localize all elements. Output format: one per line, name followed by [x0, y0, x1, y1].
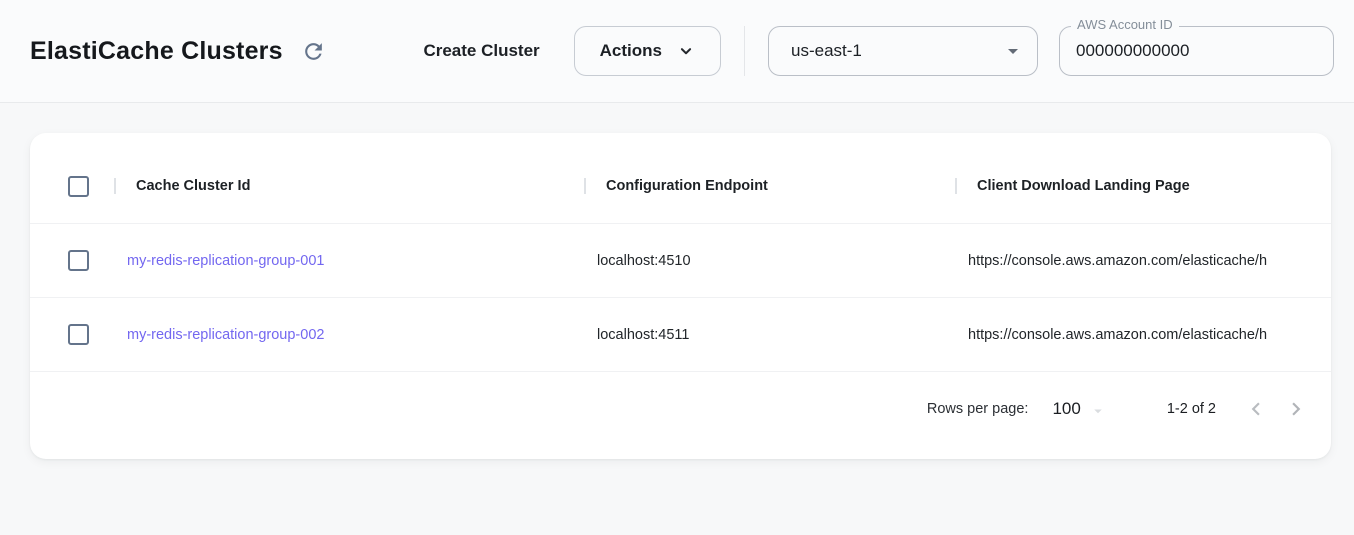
client-download-landing-page-value: https://console.aws.amazon.com/elasticac…	[968, 252, 1268, 269]
app-bar: ElastiCache Clusters Create Cluster Acti…	[0, 0, 1354, 103]
cache-cluster-id-link[interactable]: my-redis-replication-group-001	[127, 252, 325, 269]
clusters-table-card: Cache Cluster Id Configuration Endpoint …	[30, 133, 1331, 459]
configuration-endpoint-value: localhost:4510	[597, 252, 691, 269]
chevron-down-icon	[677, 42, 695, 60]
row-checkbox[interactable]	[68, 324, 89, 345]
table-header-row: Cache Cluster Id Configuration Endpoint …	[30, 149, 1331, 224]
pager-buttons	[1236, 389, 1316, 429]
rows-per-page-value: 100	[1052, 399, 1081, 418]
table-pagination: Rows per page: 100 1-2 of 2	[30, 372, 1331, 459]
chevron-right-icon	[1283, 396, 1309, 422]
region-select[interactable]: us-east-1	[768, 26, 1038, 76]
pagination-range-label: 1-2 of 2	[1166, 401, 1216, 417]
chevron-left-icon	[1243, 396, 1269, 422]
next-page-button[interactable]	[1276, 389, 1316, 429]
aws-account-id-field: AWS Account ID	[1059, 17, 1334, 76]
rows-per-page-select[interactable]: 100	[1052, 399, 1106, 420]
caret-down-icon	[1001, 39, 1025, 63]
row-checkbox-cell	[30, 250, 114, 271]
actions-dropdown-button[interactable]: Actions	[573, 26, 721, 76]
rows-per-page-label: Rows per page:	[926, 401, 1029, 417]
header-checkbox-cell	[30, 175, 114, 197]
refresh-icon	[301, 39, 326, 64]
row-checkbox[interactable]	[68, 250, 89, 271]
aws-account-id-label: AWS Account ID	[1071, 17, 1179, 32]
region-selected-value: us-east-1	[791, 41, 862, 60]
table-row: my-redis-replication-group-001 localhost…	[30, 224, 1331, 298]
previous-page-button[interactable]	[1236, 389, 1276, 429]
column-header-configuration-endpoint[interactable]: Configuration Endpoint	[584, 178, 955, 194]
refresh-button[interactable]	[299, 37, 328, 66]
row-checkbox-cell	[30, 324, 114, 345]
column-header-client-download-landing-page[interactable]: Client Download Landing Page	[955, 178, 1331, 194]
cache-cluster-id-link[interactable]: my-redis-replication-group-002	[127, 326, 325, 343]
aws-account-id-input[interactable]	[1060, 27, 1333, 75]
table-row: my-redis-replication-group-002 localhost…	[30, 298, 1331, 372]
toolbar-divider	[744, 26, 745, 76]
create-cluster-button[interactable]: Create Cluster	[413, 33, 549, 69]
page-title: ElastiCache Clusters	[30, 36, 283, 65]
client-download-landing-page-value: https://console.aws.amazon.com/elasticac…	[968, 326, 1268, 343]
actions-button-label: Actions	[599, 41, 662, 60]
column-header-cache-cluster-id[interactable]: Cache Cluster Id	[114, 178, 584, 194]
select-all-checkbox[interactable]	[68, 175, 89, 197]
configuration-endpoint-value: localhost:4511	[597, 326, 690, 343]
caret-down-icon	[1089, 402, 1107, 420]
